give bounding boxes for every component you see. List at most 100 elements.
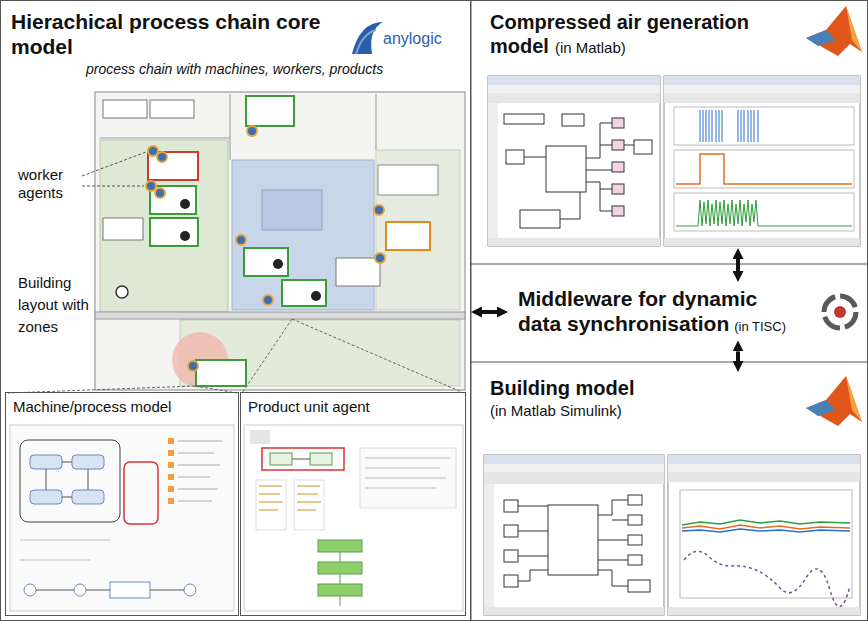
double-arrow xyxy=(736,351,740,361)
toolbar xyxy=(250,430,270,444)
wall xyxy=(230,94,231,160)
worker-agent xyxy=(375,253,385,263)
highlight-box xyxy=(124,462,158,524)
logo-text: anylogic xyxy=(383,29,442,48)
lamp-symbol xyxy=(116,286,128,298)
toolbar xyxy=(664,93,860,103)
block xyxy=(504,550,518,562)
panel-title: Building model xyxy=(490,376,854,400)
worker-agent xyxy=(247,126,257,136)
leader-line xyxy=(242,319,292,393)
block xyxy=(628,535,642,545)
machine-box xyxy=(150,218,198,246)
flow-node xyxy=(24,584,36,596)
status-dial xyxy=(273,259,283,269)
leader-line xyxy=(82,152,146,176)
worker-agent xyxy=(263,295,273,305)
panel-title: Hierachical process chain core model xyxy=(11,9,341,59)
flow-step xyxy=(318,540,362,552)
menu-bar xyxy=(488,85,660,93)
label-box: Building layout with zones xyxy=(18,272,92,337)
block xyxy=(504,575,518,587)
block xyxy=(628,515,642,525)
block xyxy=(562,114,584,126)
matlab-logo xyxy=(806,400,836,416)
signal-trace xyxy=(700,110,758,142)
state xyxy=(270,453,292,465)
flow-step xyxy=(318,584,362,596)
zone xyxy=(376,150,460,310)
block xyxy=(612,118,624,128)
transition xyxy=(292,459,310,460)
display-block xyxy=(504,114,544,124)
title-bar xyxy=(664,76,860,85)
signal-trace xyxy=(676,154,852,184)
worker-agent xyxy=(157,152,167,162)
title-bar xyxy=(668,455,860,464)
simulink-window xyxy=(484,455,664,615)
block xyxy=(504,500,518,512)
legend-item xyxy=(168,462,174,468)
screenshot xyxy=(10,425,234,611)
machine-box xyxy=(103,100,147,118)
menu-bar xyxy=(484,464,664,472)
machine-box xyxy=(150,186,196,214)
anylogic-logo xyxy=(356,30,376,54)
status-bar xyxy=(664,238,860,246)
side-toolbar xyxy=(484,484,494,607)
transition xyxy=(46,462,88,497)
legend-item xyxy=(168,474,174,480)
tab-bar xyxy=(484,472,664,484)
status-dial xyxy=(311,291,321,301)
matlab-logo xyxy=(806,30,836,46)
block xyxy=(628,555,642,565)
legend-item xyxy=(168,498,174,504)
flow-node xyxy=(74,584,86,596)
state xyxy=(72,490,104,504)
panel-subtitle: (in Matlab Simulink) xyxy=(490,402,854,420)
signal-line xyxy=(524,123,634,219)
param-list xyxy=(256,480,286,530)
callout-label: Building layout with zones xyxy=(18,272,92,337)
signal-line xyxy=(518,500,628,586)
label-box: worker agents xyxy=(18,166,84,202)
menu-bar xyxy=(668,464,860,472)
menu-bar xyxy=(664,85,860,93)
sub-model-box: Product unit agent xyxy=(240,392,466,616)
callout-label: worker agents xyxy=(18,166,84,202)
worker-agent xyxy=(374,205,384,215)
status-bar xyxy=(484,607,664,615)
wall xyxy=(100,138,230,139)
plot-area xyxy=(674,107,854,145)
matlab-logo xyxy=(806,6,862,56)
panel-subtitle: process chain with machines, workers, pr… xyxy=(86,61,460,78)
toolbar-strip xyxy=(95,312,465,319)
legend-item xyxy=(168,450,174,456)
label-box: anylogic xyxy=(383,29,442,48)
screenshot xyxy=(244,425,463,611)
panel-subtitle: (in TISC) xyxy=(734,319,786,334)
block xyxy=(628,495,642,505)
block xyxy=(634,140,652,154)
anylogic-logo xyxy=(352,22,383,54)
plot-area xyxy=(674,150,854,188)
leader-line xyxy=(82,186,144,187)
state-chart xyxy=(20,440,120,522)
simulink-window xyxy=(488,76,660,246)
signal-trace xyxy=(676,200,852,226)
double-arrow xyxy=(736,259,740,271)
machine-box xyxy=(246,96,294,126)
block xyxy=(504,525,518,537)
legend-text-line xyxy=(178,441,222,501)
status-bar xyxy=(488,238,660,246)
machine-box xyxy=(386,222,430,250)
table xyxy=(360,448,456,508)
worker-agent xyxy=(188,361,198,371)
side-toolbar xyxy=(488,103,498,238)
machine-box xyxy=(244,248,288,276)
flow-line xyxy=(36,590,184,591)
flow-node xyxy=(184,584,196,596)
